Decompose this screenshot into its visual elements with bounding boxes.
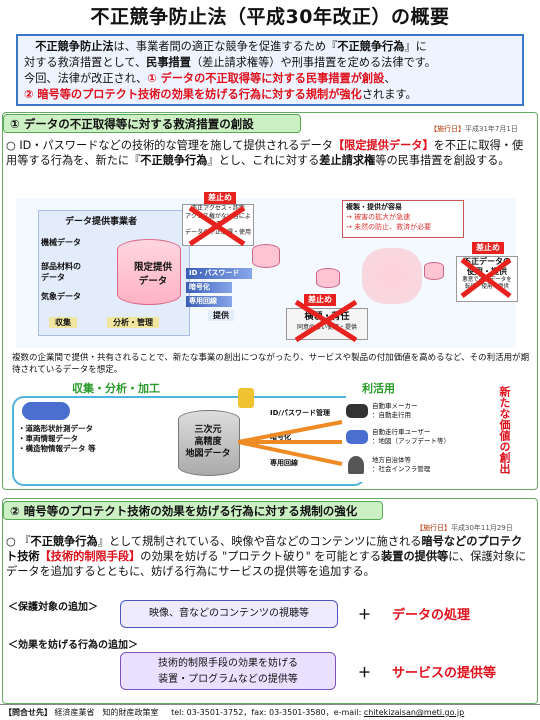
copied-data-cluster [362, 248, 422, 304]
intro-text: 今回、法律が改正され、 [24, 72, 148, 85]
add-act-new: サービスの提供等 [392, 666, 497, 681]
stop-label-3: 差止め [472, 242, 504, 254]
fraud-cross-icon [188, 205, 246, 247]
flow-source-vehicle: ・車両情報データ [18, 434, 78, 443]
limited-data-label: 限定提供 データ [133, 262, 172, 287]
resale-cross-icon [460, 258, 512, 298]
spread-box: 複製・提供が容易 → 被害の拡大が急速 → 未然の防止、救済が必要 [342, 200, 464, 238]
footer-org: 経済産業省 知的財産政策室 [54, 708, 159, 717]
add-target-plus: ＋ [358, 608, 372, 623]
intro-unfair-act: 不正競争行為 [337, 40, 405, 53]
section1-frame [2, 112, 538, 490]
spread-line-1: → 被害の拡大が急速 [346, 213, 411, 221]
section2-frame [2, 498, 538, 704]
flow-right-title: 利活用 [362, 382, 395, 395]
add-act-plus: ＋ [358, 666, 372, 681]
flow-protection-encryption: 暗号化 [270, 433, 291, 441]
copied-data-icon [316, 268, 340, 288]
footer-tel-fax: tel: 03-3501-3752，fax: 03-3501-3580，e-ma… [171, 708, 364, 717]
limited-data-cylinder [117, 239, 181, 305]
worker-icon [348, 456, 364, 474]
add-act-box-line1: 技術的制限手段の効果を妨げる [158, 658, 298, 669]
intro-point-2: ② 暗号等のプロテクト技術の効果を妨げる行為に対する規制が強化 [24, 88, 362, 101]
intro-text: 、 [384, 72, 396, 85]
footer-label: 【問合せ先】 [4, 708, 52, 717]
intro-text: 』に [404, 40, 427, 53]
flow-source-road: ・道路形状計測データ [18, 424, 93, 433]
spread-line-2: → 未然の防止、救済が必要 [346, 223, 432, 231]
add-target-label: ＜保護対象の追加＞ [8, 602, 98, 613]
provider-box: データ提供事業者 機械データ 部品材料の データ 気象データ 限定提供 データ … [38, 210, 190, 336]
resale-title: 不正データの 使用・提供 [463, 257, 511, 276]
section1-description: ○ ID・パスワードなどの技術的な管理を施して提供されるデータ【限定提供データ】… [6, 139, 524, 167]
flow-arrows [238, 420, 343, 466]
source-machine: 機械データ [41, 238, 81, 247]
flow-protection-line: 専用回線 [270, 459, 298, 467]
intro-civil-measures: 民事措置 [146, 56, 191, 69]
protection-encryption: 暗号化 [186, 282, 232, 293]
lock-icon [238, 388, 254, 408]
flow-sources: ・道路形状計測データ ・車両情報データ ・構造物情報データ 等 [18, 424, 96, 454]
add-act-label: ＜効果を妨げる行為の追加＞ [8, 640, 138, 651]
source-parts: 部品材料の データ [41, 262, 81, 282]
embezzle-sub: 同意のない使用・提供 [296, 324, 357, 331]
source-weather: 気象データ [41, 292, 81, 301]
intro-box: 不正競争防止法は、事業者間の適正な競争を促進するため『不正競争行為』に 対する救… [16, 34, 524, 106]
provider-title: データ提供事業者 [65, 217, 138, 227]
car-icon [346, 404, 368, 418]
protection-dedicated-line: 専用回線 [186, 296, 232, 307]
step-provide: 提供 [208, 310, 234, 321]
intro-text: 対する救済措置として、 [24, 56, 147, 69]
driver-icon [346, 430, 368, 444]
footer-contact: 【問合せ先】 経済産業省 知的財産政策室 tel: 03-3501-3752，f… [0, 704, 540, 720]
step-collect: 収集 [49, 317, 77, 328]
stop-label-1: 差止め [204, 192, 236, 204]
embezzle-cross-icon [294, 299, 358, 343]
section2-description: ○ 『不正競争行為』として規制されている、映像や音などのコンテンツに施される暗号… [6, 535, 527, 578]
intro-text: されます。 [361, 88, 417, 101]
section1-heading: ① データの不正取得等に対する救済措置の創設 [3, 114, 301, 133]
flow-protection-id: ID/パスワード管理 [270, 409, 330, 417]
user-driver: 自動走行車ユーザー：地図（アップデート等） [372, 428, 450, 445]
flow-source-structure: ・構造物情報データ 等 [18, 444, 96, 453]
section2-heading: ② 暗号等のプロテクト技術の効果を妨げる行為に対する規制の強化 [3, 501, 383, 520]
usage-note: 複数の企業間で提供・共有されることで、新たな事業の創出につながったり、サービスや… [12, 353, 530, 375]
intro-point-1: ① データの不正取得等に対する民事措置が創設 [147, 72, 385, 85]
add-target-new: データの処理 [392, 608, 471, 623]
section1-date: 【施行日】平成31年7月1日 [430, 125, 518, 133]
footer-email-link[interactable]: chitekizaisan@meti.go.jp [363, 708, 465, 717]
user-carmaker: 自動車メーカー：自動走行用 [372, 402, 418, 419]
intro-text: （差止請求権等）や刑事措置を定める法律です。 [190, 56, 436, 69]
section2-date: 【施行日】平成30年11月29日 [416, 524, 513, 532]
data-flow-diagram: 収集・分析・加工 利活用 ・道路形状計測データ ・車両情報データ ・構造物情報デ… [12, 380, 512, 486]
stop-label-2: 差止め [304, 294, 336, 306]
add-act-box: 技術的制限手段の効果を妨げる 装置・プログラムなどの提供等 [120, 652, 336, 690]
spread-title: 複製・提供が容易 [346, 203, 402, 211]
add-target-box: 映像、音などのコンテンツの視聴等 [120, 600, 338, 628]
copied-data-icon [424, 262, 444, 280]
vehicle-icon [22, 402, 70, 420]
intro-text: は、事業者間の適正な競争を促進するため『 [113, 40, 338, 53]
new-value-vertical: 新たな価値の創出 [498, 386, 511, 474]
flow-users: 自動車メーカー：自動走行用 自動走行車ユーザー：地図（アップデート等） 地方自治… [346, 396, 470, 482]
protection-id-password: ID・パスワード [186, 268, 252, 279]
embezzle-title: 横領・背任 [304, 312, 350, 322]
copied-data-icon [252, 244, 280, 268]
flow-left-title: 収集・分析・加工 [72, 382, 160, 395]
intro-law-name: 不正競争防止法 [35, 40, 114, 53]
data-protection-diagram: データ提供事業者 機械データ 部品材料の データ 気象データ 限定提供 データ … [16, 192, 518, 348]
map-data-label: 三次元 高精度 地図データ [185, 425, 231, 459]
add-act-box-line2: 装置・プログラムなどの提供等 [158, 674, 298, 685]
page-title: 不正競争防止法（平成30年改正）の概要 [90, 6, 450, 28]
user-municipality: 地方自治体等：社会インフラ管理 [372, 456, 431, 473]
step-analyze: 分析・管理 [107, 317, 159, 328]
